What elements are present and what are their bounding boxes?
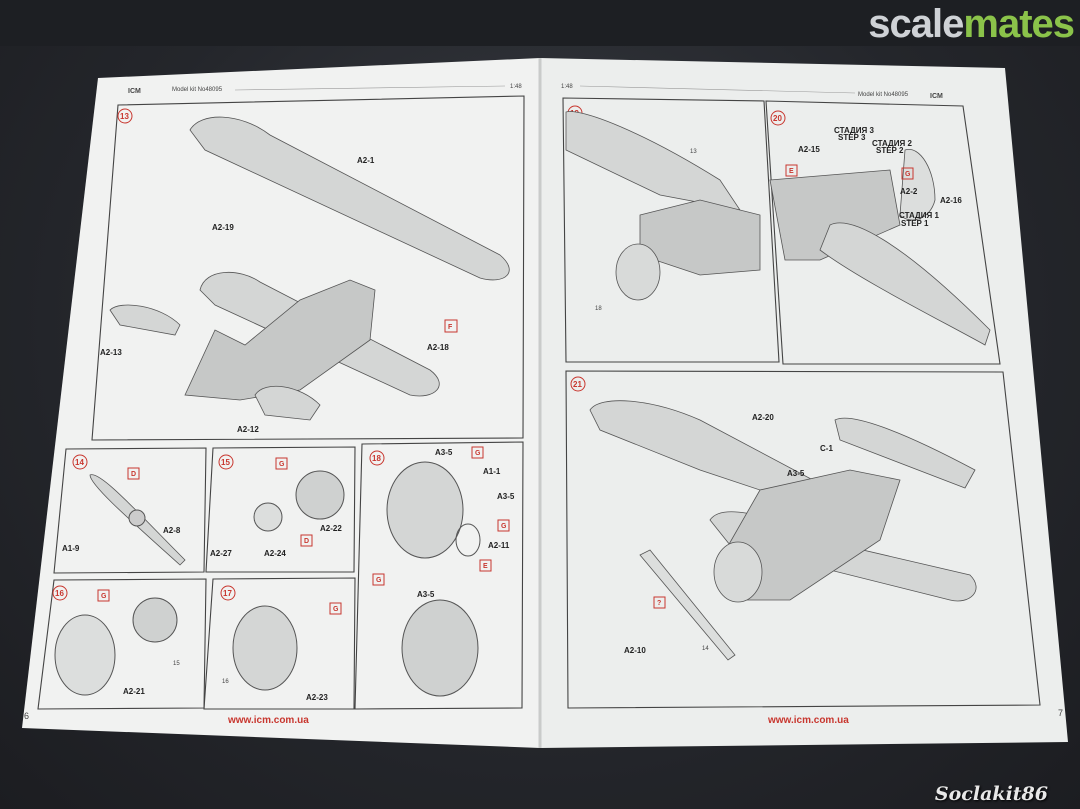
watermark-bar: scalemates: [0, 0, 1080, 46]
stage-label: STEP 2: [876, 146, 904, 155]
part-label: A3-5: [497, 492, 515, 501]
step-reference: 16: [222, 679, 229, 685]
stage-label: STEP 1: [901, 219, 929, 228]
cowling-illustration: [54, 614, 116, 696]
step-reference: 18: [595, 306, 602, 312]
part-label: A3-5: [435, 448, 453, 457]
step-16-number: 16: [55, 589, 64, 598]
glue-tag: D: [131, 471, 136, 478]
glue-tag: G: [501, 523, 507, 530]
step-20-number: 20: [773, 114, 782, 123]
part-label: A1-9: [62, 544, 80, 553]
engine-exhaust-illustration: [232, 605, 298, 691]
part-label: A2-22: [320, 524, 342, 533]
step-20-cockpit-illustration: [769, 149, 991, 346]
left-page-number: 6: [24, 711, 29, 721]
left-url: www.icm.com.ua: [227, 715, 309, 726]
part-label: A2-15: [798, 145, 820, 154]
glue-tag: ?: [657, 600, 661, 607]
part-label: A2-10: [624, 646, 646, 655]
part-label: A2-1: [357, 156, 375, 165]
right-scale: 1:48: [561, 84, 573, 90]
left-kit-number: Model kit No48095: [172, 87, 223, 93]
part-label: A2-23: [306, 693, 328, 702]
part-label: A2-20: [752, 413, 774, 422]
step-reference: 15: [173, 661, 180, 667]
step-18-number: 18: [372, 454, 381, 463]
right-page-number: 7: [1058, 708, 1063, 718]
step-13-biplane-illustration: [109, 116, 510, 421]
stage-label: СТАДИЯ 3: [834, 126, 874, 135]
part-label: A2-19: [212, 223, 234, 232]
left-scale: 1:48: [510, 84, 522, 90]
glue-tag: G: [905, 171, 911, 178]
engine-illustration: [295, 470, 345, 520]
engine-assembly-illustration: [386, 461, 464, 559]
step-19-fuselage-illustration: [565, 111, 761, 301]
part-label: A2-11: [488, 541, 510, 550]
part-label: A2-12: [237, 425, 259, 434]
part-label: A2-13: [100, 348, 122, 357]
glue-tag: F: [448, 324, 453, 331]
glue-tag: G: [475, 450, 481, 457]
right-maker-logo: ICM: [930, 93, 943, 100]
part-label: A2-18: [427, 343, 449, 352]
part-label: A2-16: [940, 196, 962, 205]
part-label: A2-24: [264, 549, 286, 558]
step-21-number: 21: [573, 380, 582, 389]
glue-tag: G: [333, 606, 339, 613]
glue-tag: G: [376, 577, 382, 584]
step-14-number: 14: [75, 458, 84, 467]
stage-label: СТАДИЯ 1: [899, 211, 939, 220]
left-maker-logo: ICM: [128, 88, 141, 95]
part-label: A2-2: [900, 187, 918, 196]
part-label: A2-8: [163, 526, 181, 535]
glue-tag: E: [789, 168, 794, 175]
glue-tag: D: [304, 538, 309, 545]
part-label: A2-27: [210, 549, 232, 558]
part-label: A2-21: [123, 687, 145, 696]
glue-tag: G: [279, 461, 285, 468]
logo-part-2: mates: [963, 2, 1075, 46]
part-label: A3-5: [787, 469, 805, 478]
step-reference: 14: [702, 646, 709, 652]
glue-tag: E: [483, 563, 488, 570]
right-kit-number: Model kit No48095: [858, 92, 909, 98]
stage-label: СТАДИЯ 2: [872, 139, 912, 148]
step-13-number: 13: [120, 112, 129, 121]
right-url: www.icm.com.ua: [767, 715, 849, 726]
scalemates-logo: scalemates: [868, 2, 1075, 47]
photo-credit-watermark: Soclakit86: [934, 783, 1048, 805]
step-reference: 13: [690, 149, 697, 155]
glue-tag: G: [101, 593, 107, 600]
part-label: A1-1: [483, 467, 501, 476]
stage-label: STEP 3: [838, 133, 866, 142]
part-label: A3-5: [417, 590, 435, 599]
step-15-number: 15: [221, 458, 230, 467]
logo-part-1: scale: [868, 2, 964, 46]
part-label: C-1: [820, 444, 833, 453]
step-17-number: 17: [223, 589, 232, 598]
step-21-biplane-illustration: [589, 400, 977, 661]
